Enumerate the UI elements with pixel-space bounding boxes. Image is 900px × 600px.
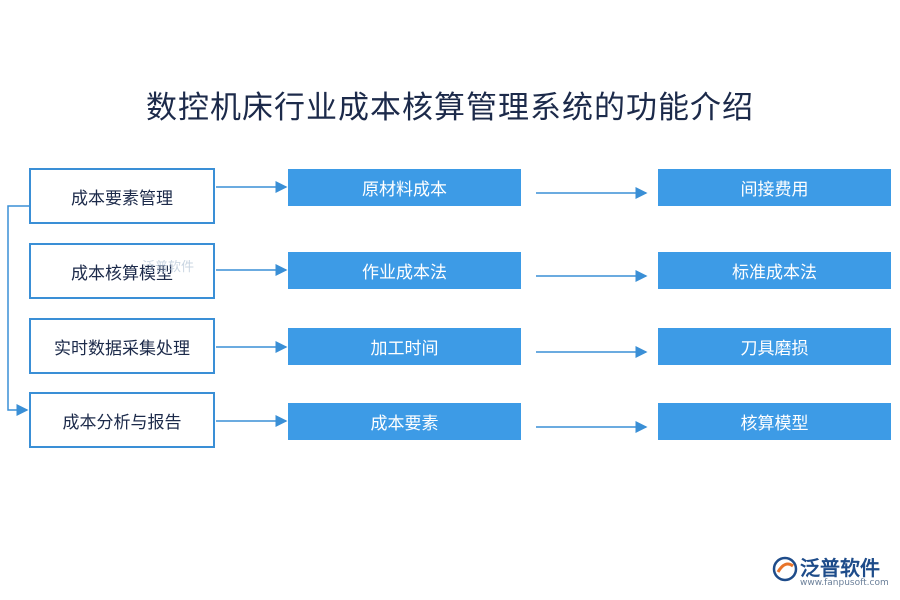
brand-url: www.fanpusoft.com [800, 578, 889, 588]
module-box-2: 成本核算模型 [29, 243, 215, 299]
brand-logo[interactable]: 泛普软件 www.fanpusoft.com [772, 552, 892, 594]
item-box-4: 成本要素 [288, 403, 521, 440]
watermark: 泛普软件 [142, 260, 195, 275]
module-box-4: 成本分析与报告 [29, 392, 215, 448]
result-box-3: 刀具磨损 [658, 328, 891, 365]
module-box-1: 成本要素管理 [29, 168, 215, 224]
result-box-1: 间接费用 [658, 169, 891, 206]
module-box-3: 实时数据采集处理 [29, 318, 215, 374]
brand-logo-icon [772, 556, 798, 582]
left-bracket-line [7, 205, 29, 416]
result-box-2: 标准成本法 [658, 252, 891, 289]
item-box-3: 加工时间 [288, 328, 521, 365]
brand-name: 泛普软件 [800, 556, 880, 580]
item-box-2: 作业成本法 [288, 252, 521, 289]
page-title: 数控机床行业成本核算管理系统的功能介绍 [146, 90, 754, 126]
result-box-4: 核算模型 [658, 403, 891, 440]
item-box-1: 原材料成本 [288, 169, 521, 206]
